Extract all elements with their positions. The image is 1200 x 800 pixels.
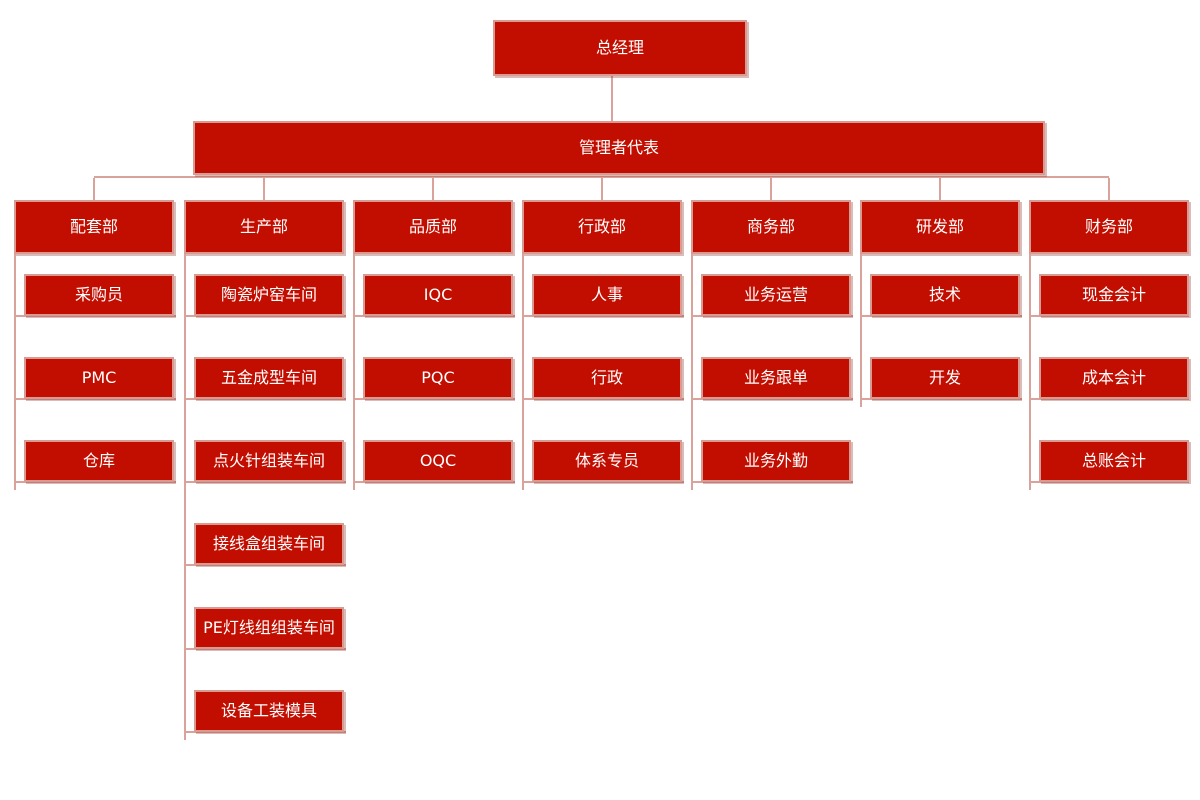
department-1-item-2: 点火针组装车间 bbox=[194, 440, 344, 482]
department-6-item-2: 总账会计 bbox=[1039, 440, 1189, 482]
department-2: 品质部 bbox=[353, 200, 513, 254]
department-1-item-0: 陶瓷炉窑车间 bbox=[194, 274, 344, 316]
department-6-item-0: 现金会计 bbox=[1039, 274, 1189, 316]
department-5-item-1: 开发 bbox=[870, 357, 1020, 399]
representative-box: 管理者代表 bbox=[193, 121, 1045, 175]
department-4: 商务部 bbox=[691, 200, 851, 254]
department-6: 财务部 bbox=[1029, 200, 1189, 254]
root-box: 总经理 bbox=[493, 20, 747, 76]
department-2-item-0: IQC bbox=[363, 274, 513, 316]
department-2-item-1: PQC bbox=[363, 357, 513, 399]
department-4-item-2: 业务外勤 bbox=[701, 440, 851, 482]
department-2-item-2: OQC bbox=[363, 440, 513, 482]
department-1-item-3: 接线盒组装车间 bbox=[194, 523, 344, 565]
department-1: 生产部 bbox=[184, 200, 344, 254]
department-5-item-0: 技术 bbox=[870, 274, 1020, 316]
department-1-item-5: 设备工装模具 bbox=[194, 690, 344, 732]
department-3-item-2: 体系专员 bbox=[532, 440, 682, 482]
department-0-item-1: PMC bbox=[24, 357, 174, 399]
department-6-item-1: 成本会计 bbox=[1039, 357, 1189, 399]
department-1-item-4: PE灯线组组装车间 bbox=[194, 607, 344, 649]
department-3-item-1: 行政 bbox=[532, 357, 682, 399]
department-4-item-1: 业务跟单 bbox=[701, 357, 851, 399]
department-3-item-0: 人事 bbox=[532, 274, 682, 316]
department-0-item-2: 仓库 bbox=[24, 440, 174, 482]
department-4-item-0: 业务运营 bbox=[701, 274, 851, 316]
department-3: 行政部 bbox=[522, 200, 682, 254]
department-0: 配套部 bbox=[14, 200, 174, 254]
department-1-item-1: 五金成型车间 bbox=[194, 357, 344, 399]
department-0-item-0: 采购员 bbox=[24, 274, 174, 316]
department-5: 研发部 bbox=[860, 200, 1020, 254]
